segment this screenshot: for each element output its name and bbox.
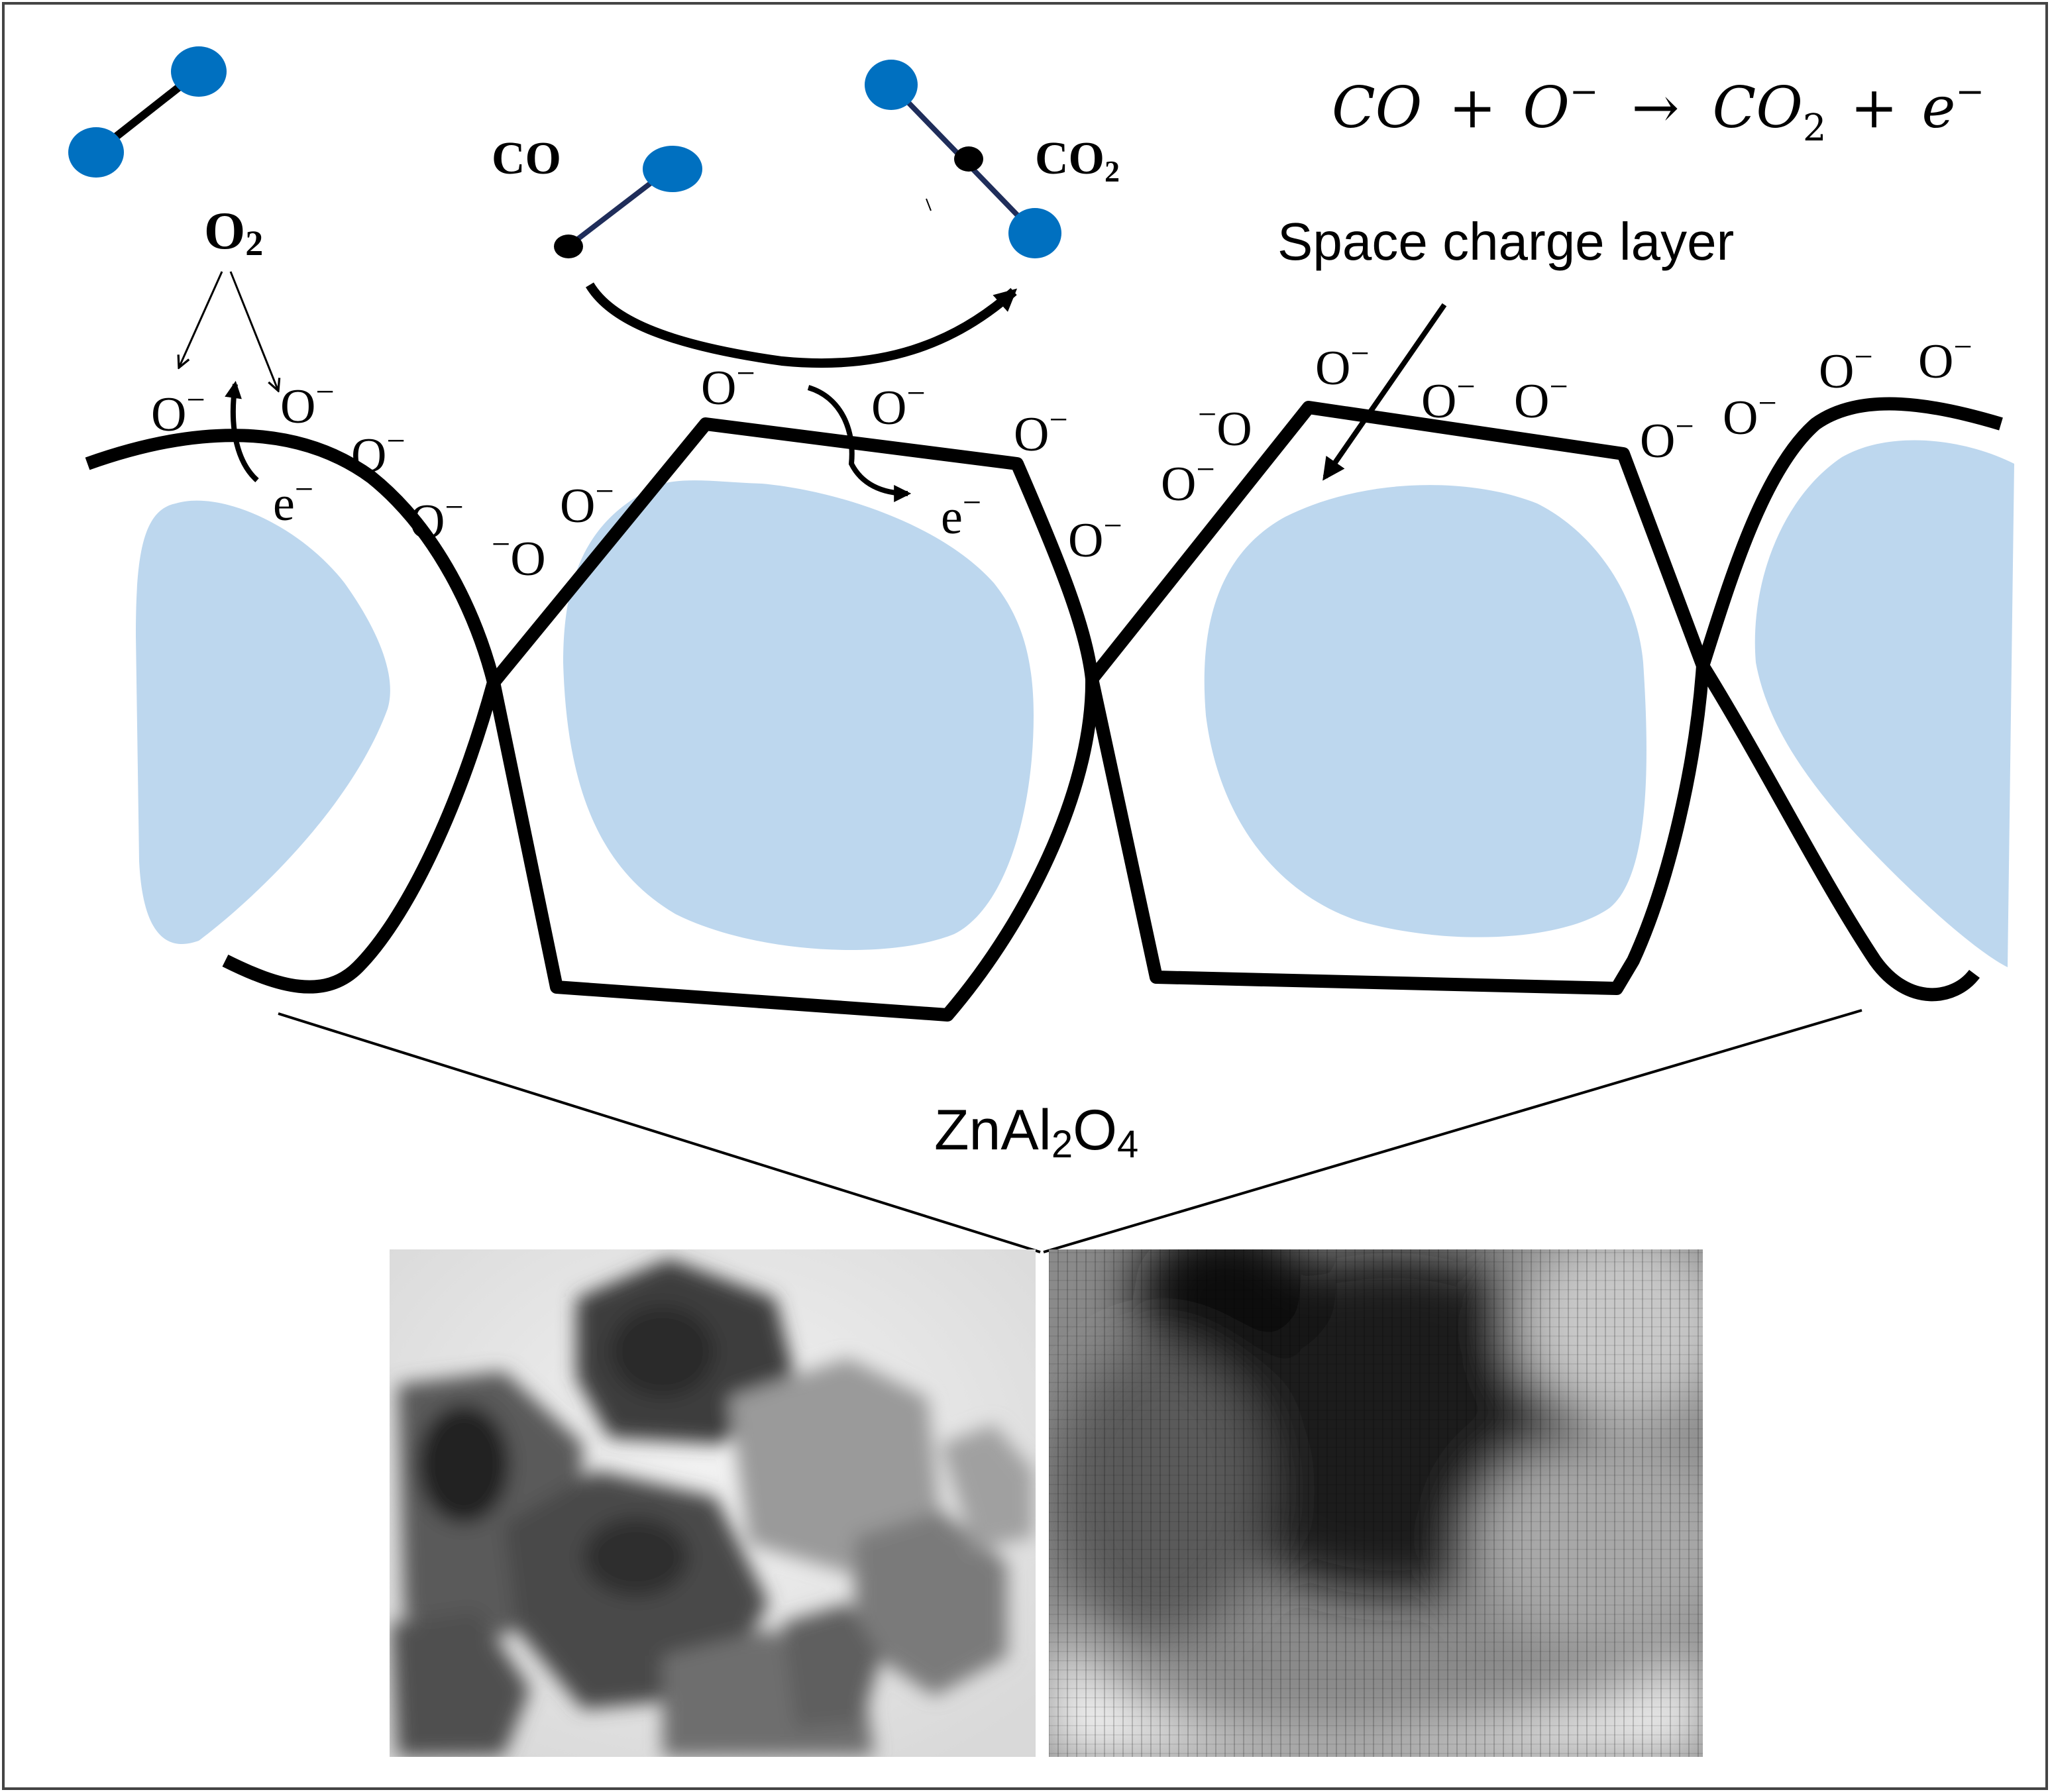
oxygen-ion: O− — [1315, 335, 1370, 395]
space-charge-arrow — [1322, 303, 1447, 481]
hrtem-lattice-image — [1049, 1249, 1703, 1757]
o2-label: O2 — [204, 202, 263, 263]
zoom-lines — [278, 1009, 1862, 1253]
electron-arrow-left — [225, 380, 259, 482]
co2-molecule — [865, 60, 1061, 258]
arrows — [179, 198, 1447, 502]
tem-particles-image — [390, 1249, 1036, 1757]
oxygen-ion: O− — [560, 472, 614, 533]
material-label: ZnAl2O4 — [934, 1098, 1138, 1166]
oxygen-ion: O− — [1514, 368, 1568, 429]
o2-molecule — [68, 46, 227, 178]
oxygen-ion: O− — [409, 488, 464, 549]
co-carbon-atom — [554, 235, 583, 258]
o2-arrow-right — [229, 271, 278, 391]
co-molecule — [554, 146, 702, 258]
zoom-line-right — [1043, 1009, 1862, 1253]
co2-label: CO2 — [1035, 133, 1120, 188]
oxygen-ion: O− — [1161, 450, 1215, 511]
electrons: e− e− — [273, 470, 981, 545]
oxygen-ion: O− — [1640, 407, 1694, 468]
grain-outline-3 — [1085, 401, 1709, 995]
grain-outlines — [85, 397, 2003, 1022]
o2-atom-2 — [171, 46, 227, 97]
oxygen-ions: O− O− O− O− −O O− O− O− O− O− O− −O O− O… — [151, 328, 1972, 586]
oxygen-ion: O− — [1014, 401, 1068, 462]
co-label: CO — [492, 133, 561, 184]
oxygen-ion: O− — [1421, 368, 1476, 429]
zoom-line-left — [278, 1012, 1041, 1253]
reaction-arrow — [586, 282, 1018, 368]
space-charge-label: Space charge layer — [1277, 212, 1734, 271]
electron-arrow-right — [807, 385, 912, 502]
grain-outline-5 — [1697, 662, 1980, 1002]
oxygen-ion: −O — [492, 525, 546, 586]
co2-oxygen-atom-1 — [865, 60, 918, 110]
oxygen-ion: O− — [871, 374, 926, 435]
grain-core-4 — [1754, 440, 2014, 967]
co2-oxygen-atom-2 — [1008, 208, 1061, 258]
oxygen-ion: O− — [1068, 507, 1122, 568]
electron: e− — [273, 470, 313, 531]
oxygen-ion: O− — [351, 422, 405, 483]
co2-arrow-tick — [926, 198, 932, 211]
grain-core-3 — [1204, 485, 1646, 937]
reaction-equation: CO+O−→CO2+e− — [1332, 72, 1984, 150]
oxygen-ion: O− — [151, 381, 205, 442]
co-oxygen-atom — [643, 146, 702, 192]
oxygen-ion: O− — [1819, 338, 1873, 399]
o2-atom-1 — [68, 127, 124, 178]
o2-arrow-left — [179, 271, 223, 368]
grain-core-1 — [136, 500, 390, 944]
grain-cores — [136, 440, 2014, 967]
oxygen-ion: O− — [1918, 328, 1972, 389]
electron: e− — [941, 484, 981, 545]
co2-carbon-atom — [954, 146, 983, 172]
grain-outline-4 — [1696, 397, 2003, 668]
oxygen-ion: −O — [1198, 395, 1252, 456]
oxygen-ion: O− — [280, 373, 335, 434]
grain-core-2 — [563, 480, 1034, 950]
oxygen-ion: O− — [1723, 384, 1777, 445]
oxygen-ion: O− — [701, 354, 755, 415]
